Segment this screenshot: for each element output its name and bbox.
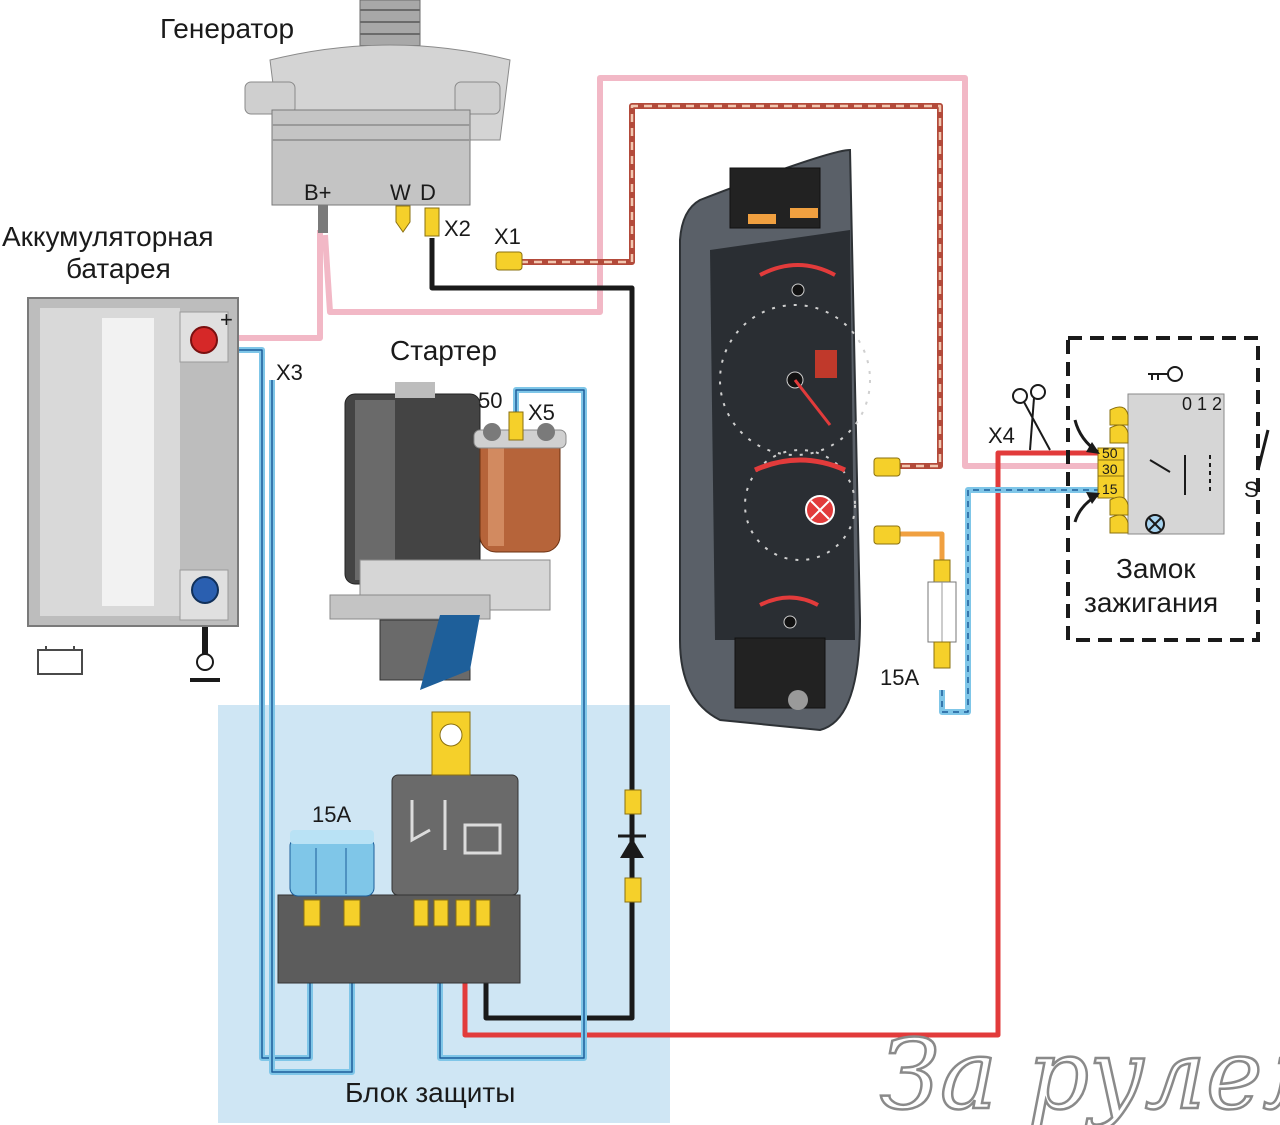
term-50-label: 50	[1102, 445, 1118, 461]
ignition-pins	[1109, 406, 1129, 534]
b-plus-label: B+	[304, 180, 332, 205]
x3-label: X3	[276, 360, 303, 385]
pink-wire-ignition	[322, 75, 1098, 469]
instrument-cluster	[679, 148, 871, 732]
starter-label: Стартер	[390, 335, 497, 366]
connector-dash-1	[873, 457, 901, 477]
blue-wire-ignition15	[939, 487, 1098, 715]
charge-warning-lamp-icon	[805, 495, 835, 525]
x5-label: X5	[528, 400, 555, 425]
battery-plus-sign: +	[220, 307, 233, 332]
connector-x1	[495, 251, 523, 271]
w-label: W	[390, 180, 411, 205]
scissors-icon	[1012, 384, 1051, 451]
connectors	[495, 251, 901, 545]
x4-label: X4	[988, 423, 1015, 448]
generator	[244, 0, 511, 237]
battery-label-line1: Аккумуляторная	[2, 221, 213, 252]
connector-dash-2	[873, 525, 901, 545]
protection-block	[277, 711, 521, 984]
black-wire-d	[429, 238, 635, 1021]
term-30-label: 30	[1102, 461, 1118, 477]
x1-label: X1	[494, 224, 521, 249]
d-label: D	[420, 180, 436, 205]
battery-negative-terminal	[191, 576, 219, 604]
fuse-right	[927, 559, 957, 669]
key-icon	[1148, 366, 1183, 382]
wires	[202, 75, 1098, 1075]
battery-label-line2: батарея	[66, 253, 171, 284]
starter	[329, 382, 567, 690]
fuse-right-label: 15A	[880, 665, 919, 690]
fuse-block-label: 15A	[312, 802, 351, 827]
battery-positive-terminal	[190, 326, 218, 354]
switch-positions-label: 0 1 2	[1182, 394, 1222, 414]
battery-symbol-icon	[37, 646, 83, 675]
diode	[618, 789, 646, 903]
ignition-label-line1: Замок	[1116, 553, 1196, 584]
red-wire-x4	[462, 450, 1098, 1038]
pink-wire-battery	[228, 230, 323, 341]
protection-block-label: Блок защиты	[345, 1077, 515, 1108]
term-15-label: 15	[1102, 481, 1118, 497]
ignition-switch	[1012, 336, 1270, 642]
battery: +	[27, 297, 239, 682]
ignition-label-line2: зажигания	[1084, 587, 1218, 618]
fifty-label: 50	[478, 388, 502, 413]
generator-label: Генератор	[160, 13, 294, 44]
orange-wire-fuse	[900, 531, 945, 560]
switch-s-label: S	[1244, 477, 1259, 502]
watermark-logo: За рулем	[880, 1019, 1280, 1125]
x2-label: X2	[444, 216, 471, 241]
